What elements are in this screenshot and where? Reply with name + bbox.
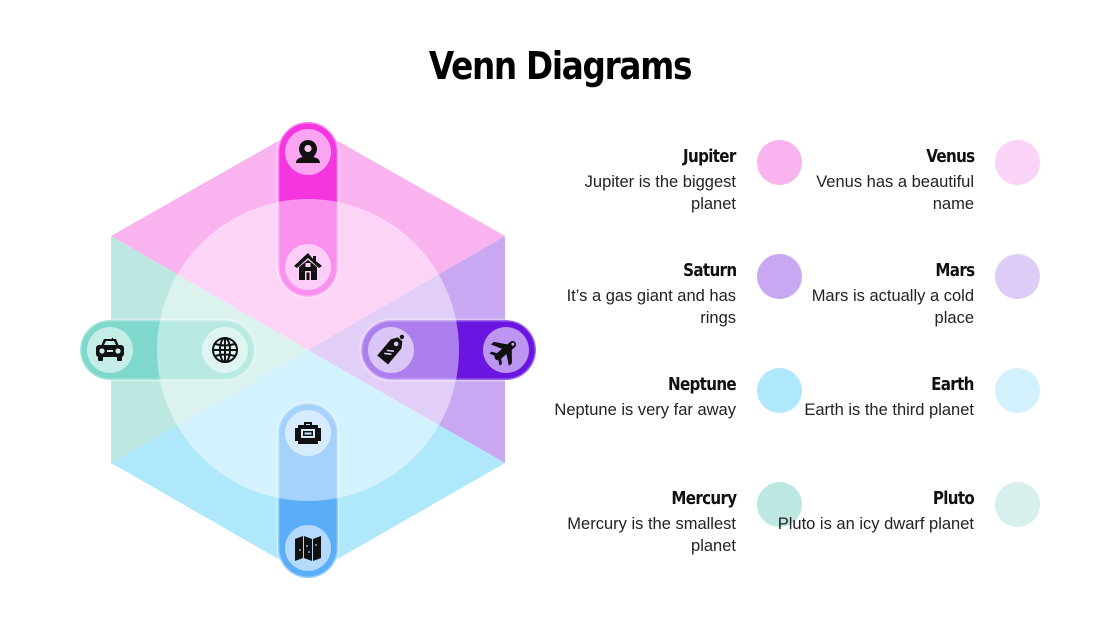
house-icon bbox=[294, 253, 322, 280]
legend-desc: Jupiter is the biggest planet bbox=[584, 173, 736, 213]
legend-item-mars: Mars Mars is actually a cold place bbox=[800, 254, 1040, 364]
legend-desc: Neptune is very far away bbox=[554, 401, 736, 419]
legend-swatch bbox=[757, 482, 802, 527]
legend-name: Saturn bbox=[682, 260, 737, 281]
legend-item-neptune: Neptune Neptune is very far away bbox=[554, 368, 802, 478]
legend-desc: Mars is actually a cold place bbox=[811, 287, 974, 327]
legend-swatch bbox=[995, 368, 1040, 413]
legend-desc: Earth is the third planet bbox=[804, 401, 974, 419]
legend-item-pluto: Pluto Pluto is an icy dwarf planet bbox=[778, 482, 1040, 592]
legend-swatch bbox=[995, 254, 1040, 299]
legend-name: Neptune bbox=[667, 374, 737, 395]
legend-item-mercury: Mercury Mercury is the smallest planet bbox=[562, 482, 802, 592]
legend-item-earth: Earth Earth is the third planet bbox=[800, 368, 1040, 478]
legend-desc: Venus has a beautiful name bbox=[816, 173, 974, 213]
legend-item-jupiter: Jupiter Jupiter is the biggest planet bbox=[562, 140, 802, 250]
legend-name: Mars bbox=[934, 260, 975, 281]
location-pin-icon bbox=[296, 140, 320, 163]
airplane-icon bbox=[489, 341, 517, 366]
map-icon bbox=[295, 536, 321, 561]
car-icon bbox=[96, 337, 124, 361]
legend-item-venus: Venus Venus has a beautiful name bbox=[800, 140, 1040, 250]
page-title: Venn Diagrams bbox=[428, 44, 693, 88]
legend-name: Earth bbox=[931, 374, 974, 395]
suitcase-icon bbox=[295, 422, 321, 444]
legend-name: Jupiter bbox=[683, 146, 736, 167]
globe-icon bbox=[212, 337, 238, 363]
legend-item-saturn: Saturn It’s a gas giant and has rings bbox=[562, 254, 802, 364]
center-overlay bbox=[157, 199, 459, 501]
legend-swatch bbox=[757, 140, 802, 185]
legend-name: Mercury bbox=[670, 488, 737, 509]
legend-desc: It’s a gas giant and has rings bbox=[566, 287, 736, 327]
legend-desc: Pluto is an icy dwarf planet bbox=[777, 515, 974, 533]
legend-desc: Mercury is the smallest planet bbox=[567, 515, 736, 555]
legend-swatch bbox=[995, 482, 1040, 527]
legend-name: Venus bbox=[925, 146, 975, 167]
legend-swatch bbox=[757, 254, 802, 299]
price-tag-icon bbox=[377, 334, 405, 365]
legend-swatch bbox=[995, 140, 1040, 185]
legend-swatch bbox=[757, 368, 802, 413]
legend-name: Pluto bbox=[932, 488, 975, 509]
